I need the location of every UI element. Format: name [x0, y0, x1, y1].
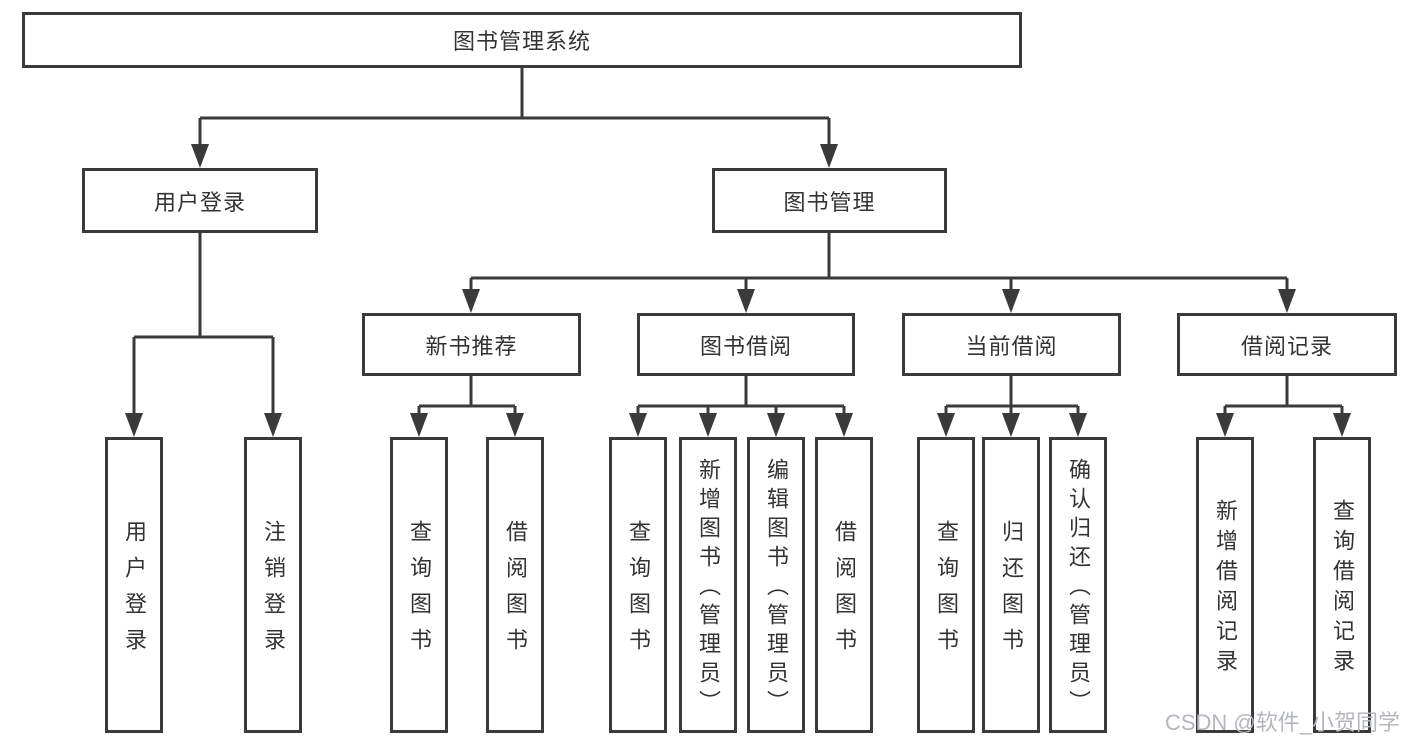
leaf-recommend-query-books: 查询图书 — [390, 437, 448, 733]
arrowhead-icon — [937, 413, 955, 437]
arrowhead-icon — [1002, 289, 1020, 313]
arrowhead-icon — [125, 413, 143, 437]
node-system-root: 图书管理系统 — [22, 12, 1022, 68]
arrowhead-icon — [506, 413, 524, 437]
arrowhead-icon — [191, 144, 209, 168]
leaf-logout-login: 注销登录 — [244, 437, 302, 733]
arrowhead-icon — [264, 413, 282, 437]
node-label: 用户登录 — [153, 189, 246, 215]
node-user-login: 用户登录 — [82, 168, 318, 233]
node-label: 图书管理 — [783, 189, 876, 215]
leaf-recommend-borrow-books: 借阅图书 — [486, 437, 544, 733]
node-label: 图书借阅 — [699, 333, 792, 359]
leaf-borrow-borrow-books: 借阅图书 — [815, 437, 873, 733]
arrowhead-icon — [737, 289, 755, 313]
arrowhead-icon — [1069, 413, 1087, 437]
node-label: 查询借阅记录 — [1330, 499, 1355, 679]
leaf-borrow-edit-books-admin: 编辑图书（管理员） — [747, 437, 805, 733]
node-label: 查询图书 — [626, 520, 651, 664]
node-label: 编辑图书（管理员） — [764, 458, 789, 719]
node-new-book-recommendation: 新书推荐 — [362, 313, 581, 376]
node-label: 图书管理系统 — [452, 29, 591, 54]
node-label: 新增图书（管理员） — [696, 458, 721, 719]
leaf-current-query-books: 查询图书 — [917, 437, 975, 733]
node-borrowing-records: 借阅记录 — [1177, 313, 1397, 376]
leaf-user-login: 用户登录 — [105, 437, 163, 733]
arrowhead-icon — [1278, 289, 1296, 313]
arrowhead-icon — [1333, 413, 1351, 437]
arrowhead-icon — [462, 289, 480, 313]
node-label: 归还图书 — [999, 520, 1024, 664]
arrowhead-icon — [1002, 413, 1020, 437]
leaf-current-confirm-return-admin: 确认归还（管理员） — [1049, 437, 1107, 733]
arrowhead-icon — [1216, 413, 1234, 437]
leaf-borrow-query-books: 查询图书 — [609, 437, 667, 733]
node-label: 注销登录 — [261, 520, 286, 664]
node-label: 用户登录 — [122, 520, 147, 664]
node-label: 新增借阅记录 — [1213, 499, 1238, 679]
arrowhead-icon — [699, 413, 717, 437]
node-label: 当前借阅 — [965, 333, 1058, 359]
leaf-current-return-books: 归还图书 — [982, 437, 1040, 733]
arrowhead-icon — [820, 144, 838, 168]
node-label: 新书推荐 — [425, 333, 518, 359]
arrowhead-icon — [835, 413, 853, 437]
node-label: 查询图书 — [407, 520, 432, 664]
node-label: 确认归还（管理员） — [1066, 458, 1091, 719]
leaf-borrow-add-books-admin: 新增图书（管理员） — [679, 437, 737, 733]
leaf-records-query-borrow-record: 查询借阅记录 — [1313, 437, 1371, 733]
arrowhead-icon — [767, 413, 785, 437]
node-book-borrowing: 图书借阅 — [637, 313, 855, 376]
arrowhead-icon — [629, 413, 647, 437]
arrowhead-icon — [410, 413, 428, 437]
node-label: 借阅记录 — [1240, 333, 1333, 359]
node-label: 借阅图书 — [832, 520, 857, 664]
node-label: 借阅图书 — [503, 520, 528, 664]
node-label: 查询图书 — [934, 520, 959, 664]
node-book-management: 图书管理 — [712, 168, 947, 233]
node-current-borrowing: 当前借阅 — [902, 313, 1121, 376]
watermark: CSDN @软件_小贺同学 — [1164, 710, 1400, 735]
leaf-records-add-borrow-record: 新增借阅记录 — [1196, 437, 1254, 733]
